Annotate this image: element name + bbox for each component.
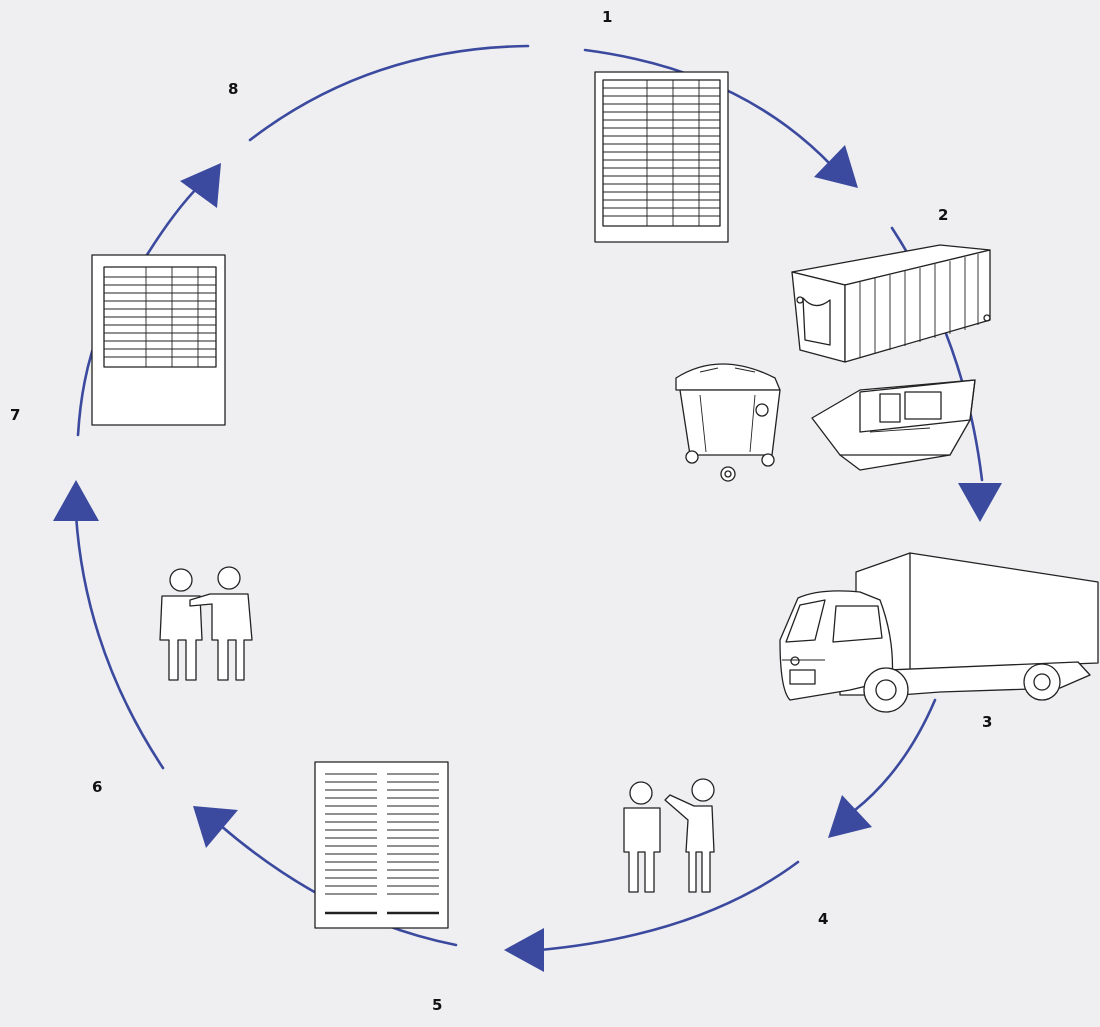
arrowhead-to-3: [958, 483, 1002, 522]
document-text-lines: [325, 773, 439, 915]
skip-container: [811, 379, 976, 471]
step-label-1: 1: [602, 8, 613, 26]
wheelie-bin: [675, 363, 781, 482]
arrowhead-to-6: [193, 806, 238, 848]
roll-off-container: [791, 244, 991, 363]
arc-8-to-1: [248, 44, 530, 142]
arrow-heads: [53, 145, 1002, 972]
truck-icon: [779, 552, 1099, 713]
waste-containers-icon: [675, 244, 991, 482]
document-report-icon: [314, 761, 449, 929]
arrowhead-to-8: [180, 163, 221, 208]
step-label-7: 7: [10, 406, 21, 424]
arc-4-to-5: [538, 860, 800, 952]
arrowhead-to-5: [504, 928, 544, 972]
step-label-3: 3: [982, 713, 993, 731]
people-pointing-icon: [623, 778, 715, 893]
spreadsheet-form-icon: [91, 254, 226, 426]
arc-6-to-7: [74, 513, 165, 770]
arrowhead-to-2: [814, 145, 858, 188]
arrowhead-to-7: [53, 480, 99, 521]
step-label-6: 6: [92, 778, 103, 796]
step-label-5: 5: [432, 996, 443, 1014]
step-label-8: 8: [228, 80, 239, 98]
people-together-icon: [159, 566, 253, 681]
arc-3-to-4: [853, 698, 937, 812]
step-label-2: 2: [938, 206, 949, 224]
step-label-4: 4: [818, 910, 829, 928]
spreadsheet-form-icon: [594, 71, 729, 243]
arrowhead-to-4: [828, 795, 872, 838]
